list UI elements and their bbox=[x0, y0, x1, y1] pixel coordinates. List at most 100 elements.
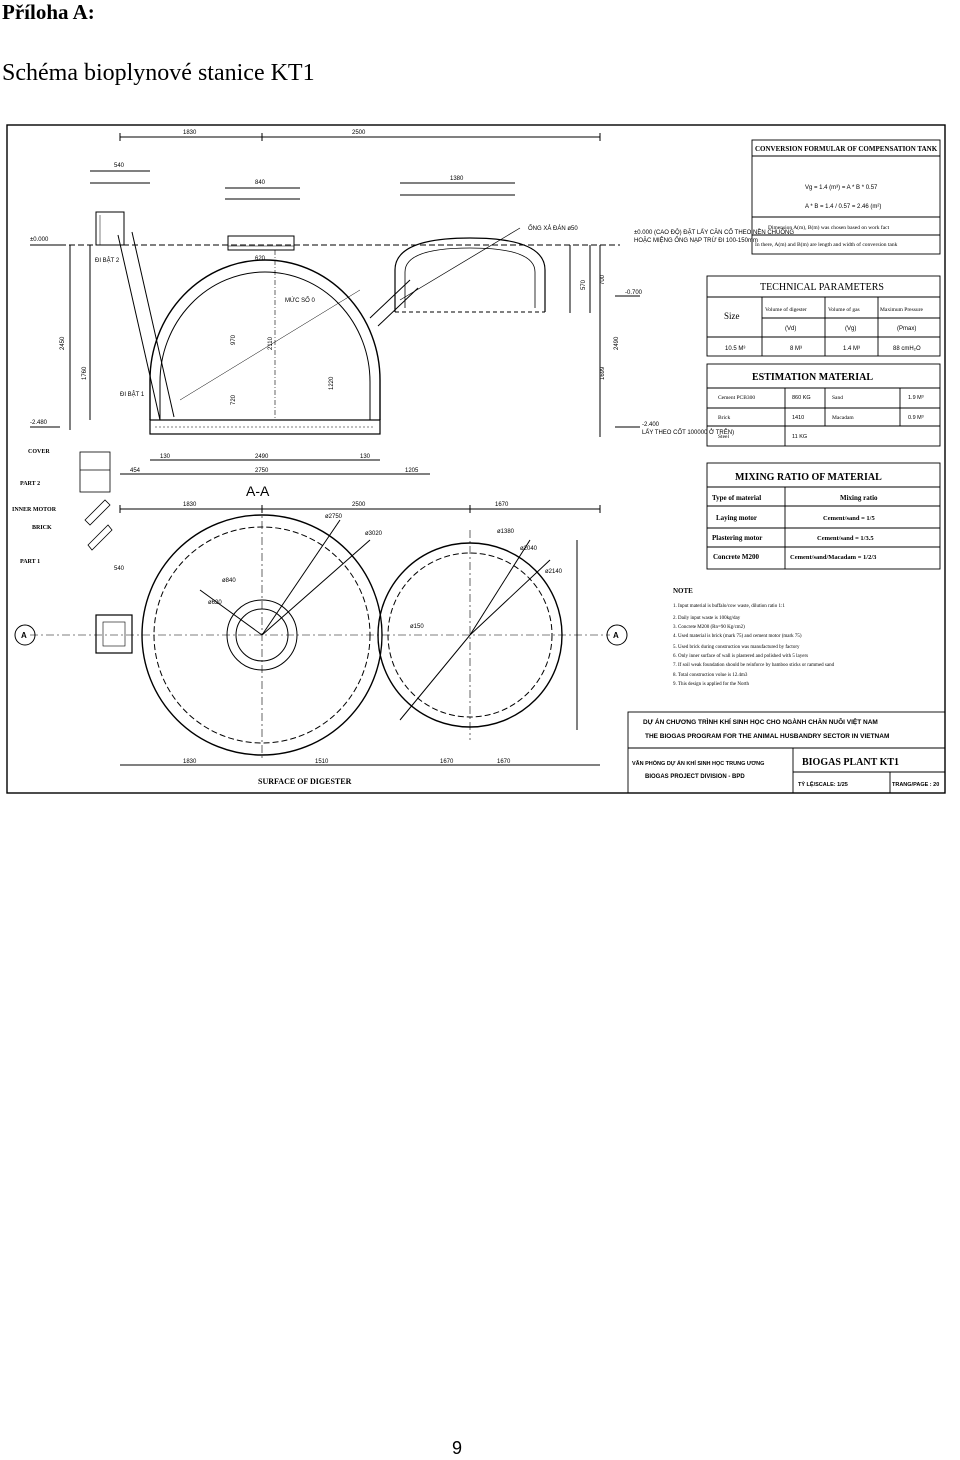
titleblock-scale: TỶ LỆ/SCALE: 1/25 bbox=[798, 780, 848, 788]
level-minus-2480: -2.480 bbox=[30, 420, 48, 426]
plan-dim-2500: 2500 bbox=[352, 502, 366, 508]
dim-2450: 2450 bbox=[60, 336, 66, 350]
mixing-title: MIXING RATIO OF MATERIAL bbox=[735, 472, 882, 483]
technical-s1: (Vd) bbox=[785, 326, 796, 332]
section-marker-left: A bbox=[21, 631, 27, 640]
est-r2c3: Macadam bbox=[832, 415, 854, 421]
mixing-h2: Mixing ratio bbox=[840, 494, 878, 502]
technical-h3: Maximum Pressure bbox=[880, 307, 923, 313]
est-r1c4: 1.9 M³ bbox=[908, 395, 924, 401]
dim-840: 840 bbox=[255, 180, 266, 186]
conversion-line4: In there, A(m) and B(m) are length and w… bbox=[755, 241, 898, 248]
technical-s2: (Vg) bbox=[845, 326, 856, 332]
mixing-r1c1: Laying motor bbox=[716, 514, 757, 522]
conversion-title: CONVERSION FORMULAR OF COMPENSATION TANK bbox=[755, 145, 938, 153]
zero-level-note: ±0.000 (CAO ĐỘ) ĐẶT LẤY CĂN CỐ THEO NỀN … bbox=[634, 229, 794, 236]
biogas-plant-drawing: 1830 2500 540 840 1380 620 ±0.000 -2.480… bbox=[6, 124, 946, 794]
plan-dim-1670: 1670 bbox=[495, 502, 509, 508]
titleblock-line2: THE BIOGAS PROGRAM FOR THE ANIMAL HUSBAN… bbox=[645, 733, 889, 740]
plan-bottom-1830: 1830 bbox=[183, 759, 197, 765]
note-1: 1. Input material is buffalo/cow waste, … bbox=[673, 604, 785, 609]
note-9: 9. This design is applied for the North bbox=[673, 682, 750, 687]
est-r2c1: Brick bbox=[718, 415, 730, 421]
side-details bbox=[79, 451, 113, 551]
surface-label: SURFACE OF DIGESTER bbox=[258, 777, 352, 786]
est-r2c4: 0.9 M³ bbox=[908, 415, 924, 421]
dia-150: ø150 bbox=[410, 624, 424, 630]
conversion-line1: Vg = 1.4 (m³) = A * B * 0.57 bbox=[805, 185, 878, 191]
note-7: 7. If soil weak foundation should be rei… bbox=[673, 663, 835, 668]
label-part1: PART 1 bbox=[20, 559, 40, 565]
note-title: NOTE bbox=[673, 587, 693, 595]
level-minus-2400: -2.400 bbox=[642, 422, 660, 428]
note-2: 2. Daily input waste is 100kg/day bbox=[673, 616, 741, 621]
dia-1380: ø1380 bbox=[497, 529, 515, 535]
plan-dim-540: 540 bbox=[114, 566, 125, 572]
mixing-h1: Type of material bbox=[712, 494, 761, 502]
dim-130b: 130 bbox=[360, 454, 371, 460]
mixing-r3c1: Concrete M200 bbox=[713, 553, 759, 561]
dim-1760: 1760 bbox=[82, 366, 88, 380]
dia-3020: ø3020 bbox=[365, 531, 383, 537]
tables-frame bbox=[627, 139, 946, 794]
est-r3c1: Steel bbox=[718, 434, 729, 440]
dim-970: 970 bbox=[231, 334, 237, 345]
dim-540: 540 bbox=[114, 163, 125, 169]
plan-view bbox=[14, 505, 628, 766]
conversion-line2: A * B = 1.4 / 0.57 = 2.46 (m²) bbox=[805, 204, 881, 210]
dim-570: 570 bbox=[581, 279, 587, 290]
dim-1380: 1380 bbox=[450, 176, 464, 182]
note-8: 8. Total construction volue is 12.4m3 bbox=[673, 673, 748, 678]
mixing-r3c2: Cement/sand/Macadam = 1/2/3 bbox=[790, 554, 877, 561]
dim-130a: 130 bbox=[160, 454, 171, 460]
titleblock-line1: DỰ ÁN CHƯƠNG TRÌNH KHÍ SINH HỌC CHO NGÀN… bbox=[643, 717, 878, 726]
dim-2110: 2110 bbox=[268, 336, 274, 350]
est-r1c1: Cement PCB300 bbox=[718, 395, 755, 401]
plan-bottom-1670b: 1670 bbox=[497, 759, 511, 765]
est-r3c2: 11 KG bbox=[792, 434, 807, 440]
technical-size: Size bbox=[724, 311, 740, 321]
section-view bbox=[30, 133, 640, 475]
label-part2: PART 2 bbox=[20, 481, 40, 487]
label-cover: COVER bbox=[28, 449, 50, 455]
drawing-frame bbox=[6, 124, 946, 794]
note-3: 3. Concrete M200 (Rn=90 Kg/cm2) bbox=[673, 625, 745, 630]
di-bat-1: ĐI BẬT 1 bbox=[120, 391, 145, 398]
appendix-heading: Příloha A: bbox=[2, 0, 95, 24]
technical-h1: Volume of digester bbox=[765, 306, 807, 313]
outlet-pipe-note: ỐNG XẢ ĐÁN ø50 bbox=[528, 225, 578, 232]
titleblock-page: TRANG/PAGE : 20 bbox=[892, 782, 939, 788]
level-zero: ±0.000 bbox=[30, 237, 49, 243]
note-5: 5. Used brick during construction was ma… bbox=[673, 645, 800, 650]
dim-454: 454 bbox=[130, 468, 141, 474]
titleblock-plant: BIOGAS PLANT KT1 bbox=[802, 757, 899, 768]
est-r1c3: Sand bbox=[832, 395, 843, 401]
note-6: 6. Only inner surface of wall is plaster… bbox=[673, 654, 808, 659]
dim-2500: 2500 bbox=[352, 130, 366, 136]
dim-1220: 1220 bbox=[329, 376, 335, 390]
technical-h2: Volume of gas bbox=[828, 306, 860, 313]
mixing-r2c1: Plastering motor bbox=[712, 534, 762, 542]
technical-s3: (Pmax) bbox=[897, 326, 916, 332]
est-r1c2: 860 KG bbox=[792, 395, 811, 401]
plan-bottom-1670a: 1670 bbox=[440, 759, 454, 765]
zero-level-note-2: HOẶC MIỆNG ỐNG NẠP TRỪ ĐI 100-150mm bbox=[634, 236, 758, 244]
label-brick: BRICK bbox=[32, 525, 52, 531]
plan-bottom-1510: 1510 bbox=[315, 759, 329, 765]
dim-1699: 1699 bbox=[600, 366, 606, 380]
level-minus-700: -0.700 bbox=[625, 290, 643, 296]
mixing-r2c2: Cement/sand = 1/3.5 bbox=[817, 535, 874, 542]
plan-dim-1830: 1830 bbox=[183, 502, 197, 508]
technical-title: TECHNICAL PARAMETERS bbox=[760, 282, 884, 293]
section-label-a-a: A-A bbox=[246, 483, 270, 499]
dim-2490-bottom: 2490 bbox=[255, 454, 269, 460]
section-marker-right: A bbox=[613, 631, 619, 640]
appendix-subheading: Schéma bioplynové stanice KT1 bbox=[2, 60, 315, 86]
technical-v3: 1.4 M³ bbox=[843, 346, 860, 352]
dia-620: ø620 bbox=[208, 600, 222, 606]
label-inner-motor: INNER MOTOR bbox=[12, 507, 57, 513]
level-note-2: LẤY THEO CỐT 100000 Ở TRÊN) bbox=[642, 428, 734, 436]
estimation-title: ESTIMATION MATERIAL bbox=[752, 372, 873, 383]
est-r2c2: 1410 bbox=[792, 415, 804, 421]
technical-v2: 8 M³ bbox=[790, 346, 802, 352]
